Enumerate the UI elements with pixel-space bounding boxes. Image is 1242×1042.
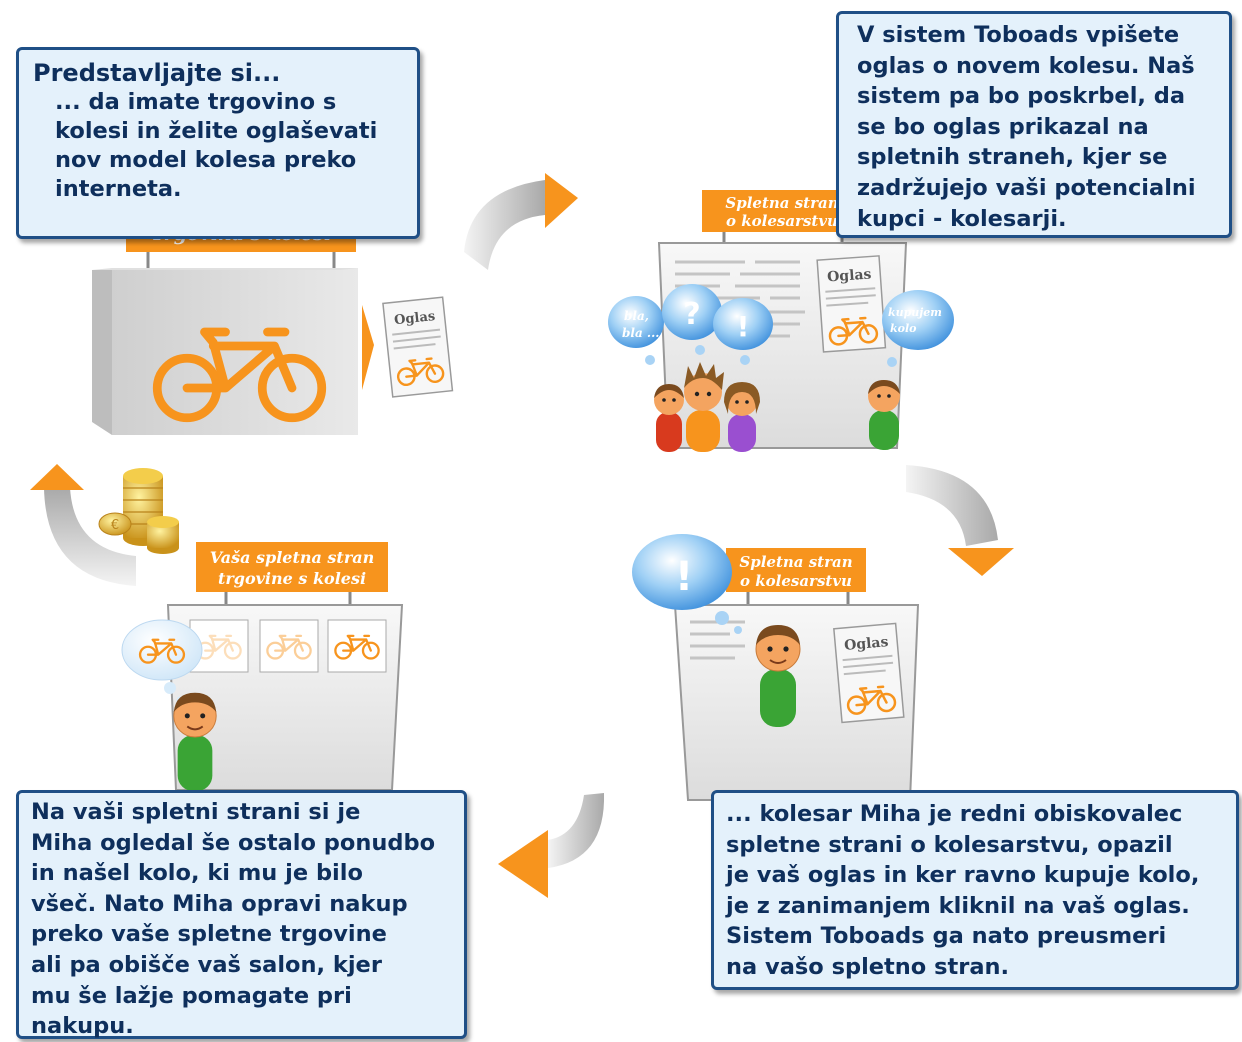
cycle-arrow-left <box>30 464 136 586</box>
step3-callout: Na vaši spletni strani si je Miha ogleda… <box>16 790 467 1039</box>
ad-card-shop: Oglas <box>382 296 454 398</box>
shop-building <box>92 246 358 435</box>
thought-bubble-question: ? <box>662 284 722 355</box>
site-sign-right: Spletna stran o kolesarstvu <box>726 548 866 592</box>
site-sign-right-line2: o kolesarstvu <box>740 572 852 590</box>
ad-label: Oglas <box>827 266 872 285</box>
svg-text:bla ...: bla ... <box>622 326 659 340</box>
cycle-arrow-top <box>464 173 578 270</box>
cycle-arrow-bottom <box>498 793 605 898</box>
site-sign-your-store-line1: Vaša spletna stran <box>210 548 375 567</box>
step1-line: spletnih straneh, kjer se <box>857 144 1168 171</box>
step1-line: oglas o novem kolesu. Naš <box>857 52 1195 79</box>
step3-line: ali pa obišče vaš salon, kjer <box>31 951 382 978</box>
thought-bubble-buying: kupujem kolo <box>882 290 954 367</box>
intro-callout: Predstavljajte si... ... da imate trgovi… <box>16 47 420 239</box>
step3-line: Miha ogledal še ostalo ponudbo <box>31 829 436 856</box>
step3-line: mu še lažje pomagate pri <box>31 982 352 1009</box>
svg-text:kupujem: kupujem <box>888 306 942 319</box>
svg-text:kolo: kolo <box>890 322 916 335</box>
step3-line: nakupu. <box>31 1013 134 1040</box>
step3-line: všeč. Nato Miha opravi nakup <box>31 890 408 917</box>
person-orange <box>684 362 724 452</box>
svg-text:?: ? <box>683 297 700 332</box>
step1-line: V sistem Toboads vpišete <box>857 22 1180 48</box>
euro-coins: € <box>98 468 179 554</box>
step2-line: je z zanimanjem kliknil na vaš oglas. <box>726 892 1190 919</box>
intro-title: Predstavljajte si... <box>33 59 281 87</box>
step1-line: zadržujejo vaši potencialni <box>857 174 1196 201</box>
step1-line: kupci - kolesarji. <box>857 205 1067 232</box>
site-sign-top-line2: o kolesarstvu <box>726 212 838 230</box>
step3-line: preko vaše spletne trgovine <box>31 921 387 948</box>
site-sign-right-line1: Spletna stran <box>739 553 852 571</box>
site-sign-your-store: Vaša spletna stran trgovine s kolesi <box>196 542 388 592</box>
cycle-arrow-right <box>906 465 1014 576</box>
ad-card-top: Oglas <box>816 255 887 353</box>
thought-bubble-exclaim: ! <box>713 298 773 365</box>
intro-line: interneta. <box>55 176 182 202</box>
person-red <box>654 384 684 452</box>
step2-line: spletne strani o kolesarstvu, opazil <box>726 831 1173 858</box>
intro-line: ... da imate trgovino s <box>55 89 337 115</box>
step2-line: ... kolesar Miha je redni obiskovalec <box>726 801 1183 827</box>
ad-label: Oglas <box>393 309 435 328</box>
person-purple <box>724 382 760 452</box>
site-sign-top: Spletna stran o kolesarstvu <box>702 190 862 232</box>
svg-text:!: ! <box>675 554 693 600</box>
step3-line: Na vaši spletni strani si je <box>31 799 361 825</box>
person-green-top <box>868 380 900 450</box>
arrow-right-icon <box>362 305 374 390</box>
intro-line: nov model kolesa preko <box>55 147 357 173</box>
ad-card-right: Oglas <box>833 622 905 724</box>
svg-text:bla,: bla, <box>624 309 649 323</box>
svg-text:€: € <box>111 518 119 533</box>
step3-line: in našel kolo, ki mu je bilo <box>31 860 363 887</box>
thought-bubble-bla: bla, bla ... <box>608 296 664 365</box>
ad-label: Oglas <box>844 634 890 654</box>
step2-callout: ... kolesar Miha je redni obiskovalec sp… <box>711 790 1239 990</box>
step2-line: je vaš oglas in ker ravno kupuje kolo, <box>726 862 1200 889</box>
step1-line: sistem pa bo poskrbel, da <box>857 83 1186 110</box>
svg-text:!: ! <box>737 310 750 343</box>
step2-line: Sistem Toboads ga nato preusmeri <box>726 923 1167 950</box>
step1-line: se bo oglas prikazal na <box>857 113 1149 140</box>
intro-line: kolesi in želite oglaševati <box>55 118 378 144</box>
site-sign-your-store-line2: trgovine s kolesi <box>218 569 366 588</box>
step1-callout: V sistem Toboads vpišete oglas o novem k… <box>836 11 1232 238</box>
step2-line: na vašo spletno stran. <box>726 953 1010 980</box>
thought-bubble-exclaim-right: ! <box>632 534 742 634</box>
site-sign-top-line1: Spletna stran <box>725 194 838 212</box>
